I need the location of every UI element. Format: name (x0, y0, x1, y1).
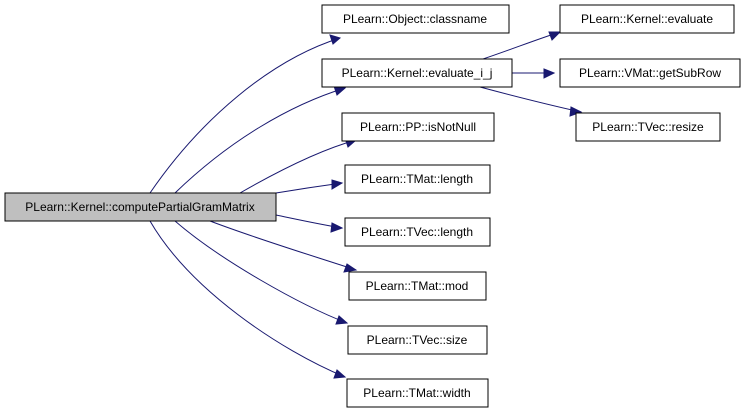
edge-root-to-tvec-length (275, 214, 344, 233)
node-label: PLearn::TVec::resize (592, 120, 704, 134)
node-label: PLearn::TMat::width (363, 386, 470, 400)
edge-evaluate-i-j-to-evaluate (479, 31, 562, 61)
edge-root-to-tvec-size (174, 220, 349, 325)
node-tvec-resize[interactable]: PLearn::TVec::resize (575, 112, 721, 142)
node-label: PLearn::TVec::length (361, 225, 473, 239)
edge-root-to-object-classname (149, 34, 342, 194)
node-label: PLearn::Kernel::evaluate (581, 12, 713, 26)
node-root[interactable]: PLearn::Kernel::computePartialGramMatrix (4, 192, 277, 222)
node-vmat-getsubrow[interactable]: PLearn::VMat::getSubRow (559, 58, 741, 88)
edge-evaluate-i-j-to-resize (479, 86, 583, 117)
node-tmat-mod[interactable]: PLearn::TMat::mod (348, 271, 487, 301)
edge-root-to-tmat-length (275, 179, 344, 194)
edge-root-to-tmat-mod (209, 220, 358, 273)
node-pp-isnotnull[interactable]: PLearn::PP::isNotNull (341, 112, 495, 142)
node-label: PLearn::TMat::mod (366, 279, 469, 293)
node-tmat-length[interactable]: PLearn::TMat::length (344, 164, 491, 194)
edges (149, 31, 583, 379)
node-label: PLearn::TMat::length (361, 172, 473, 186)
node-label: PLearn::Kernel::evaluate_i_j (342, 66, 493, 80)
node-label: PLearn::VMat::getSubRow (579, 66, 721, 80)
node-label: PLearn::Object::classname (343, 12, 487, 26)
node-kernel-evaluate-i-j[interactable]: PLearn::Kernel::evaluate_i_j (321, 58, 513, 88)
node-tvec-size[interactable]: PLearn::TVec::size (347, 325, 488, 355)
edge-evaluate-i-j-to-getsubrow (512, 68, 556, 79)
node-label: PLearn::PP::isNotNull (360, 120, 476, 134)
edge-root-to-tmat-width (149, 220, 347, 379)
node-label: PLearn::Kernel::computePartialGramMatrix (25, 200, 254, 214)
edge-root-to-kernel-evaluate-i-j (174, 85, 347, 194)
node-tmat-width[interactable]: PLearn::TMat::width (346, 378, 489, 408)
node-tvec-length[interactable]: PLearn::TVec::length (344, 217, 491, 247)
node-object-classname[interactable]: PLearn::Object::classname (321, 4, 510, 34)
node-label: PLearn::TVec::size (367, 333, 468, 347)
node-kernel-evaluate[interactable]: PLearn::Kernel::evaluate (559, 4, 735, 34)
